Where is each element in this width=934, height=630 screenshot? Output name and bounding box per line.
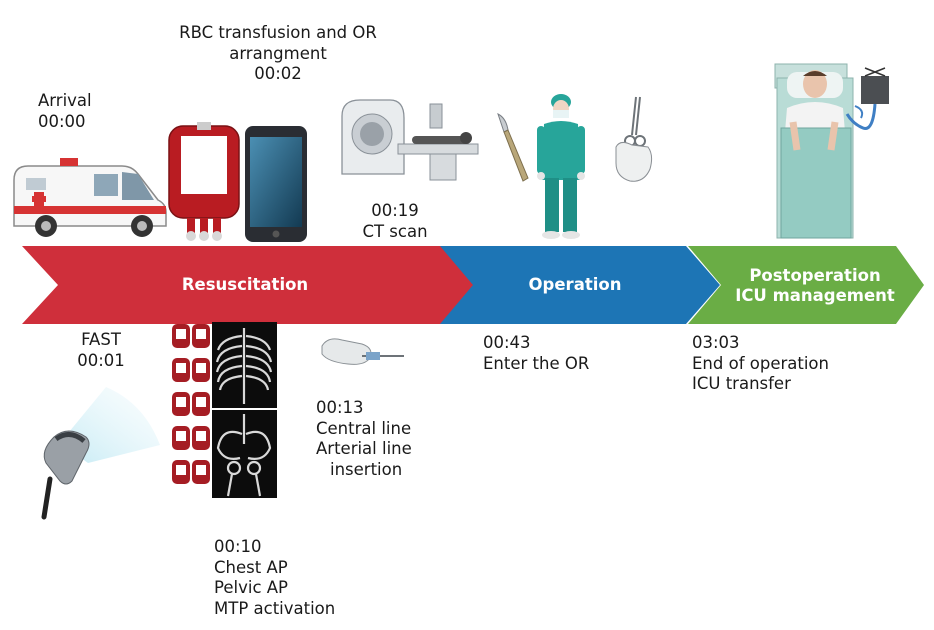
event-ct-scan: 00:19 CT scan	[362, 201, 428, 241]
event-enter-or: 00:43 Enter the OR	[483, 333, 590, 373]
postoperation-arrow	[688, 246, 924, 324]
event-fast: FAST 00:01	[77, 330, 125, 370]
event-line-insertion: 00:13 Central line Arterial line inserti…	[316, 398, 412, 479]
xray-icon	[212, 322, 277, 498]
surgeon-icon	[537, 94, 585, 239]
blood-bag-icon	[168, 122, 240, 241]
ambulance-icon	[13, 158, 167, 237]
suture-glove-icon	[615, 96, 653, 182]
event-xray-mtp: 00:10 Chest AP Pelvic AP MTP activation	[214, 537, 336, 618]
ct-scanner-icon	[341, 99, 479, 181]
scalpel-icon	[497, 113, 529, 182]
blood-units-icon	[172, 324, 210, 484]
event-arrival: Arrival 00:00	[38, 91, 92, 131]
ultrasound-probe-icon	[41, 387, 160, 520]
operation-arrow	[440, 246, 720, 324]
catheter-glove-icon	[321, 338, 404, 365]
event-icu-transfer: 03:03 End of operation ICU transfer	[692, 333, 829, 393]
event-rbc-transfusion: RBC transfusion and OR arrangment 00:02	[179, 23, 377, 83]
phase-label-postoperation: Postoperation ICU management	[735, 266, 895, 305]
phase-label-operation: Operation	[528, 275, 622, 294]
smartphone-icon	[245, 126, 307, 242]
phase-label-resuscitation: Resuscitation	[181, 275, 309, 294]
resuscitation-arrow	[22, 246, 480, 324]
icu-patient-icon	[774, 63, 889, 239]
